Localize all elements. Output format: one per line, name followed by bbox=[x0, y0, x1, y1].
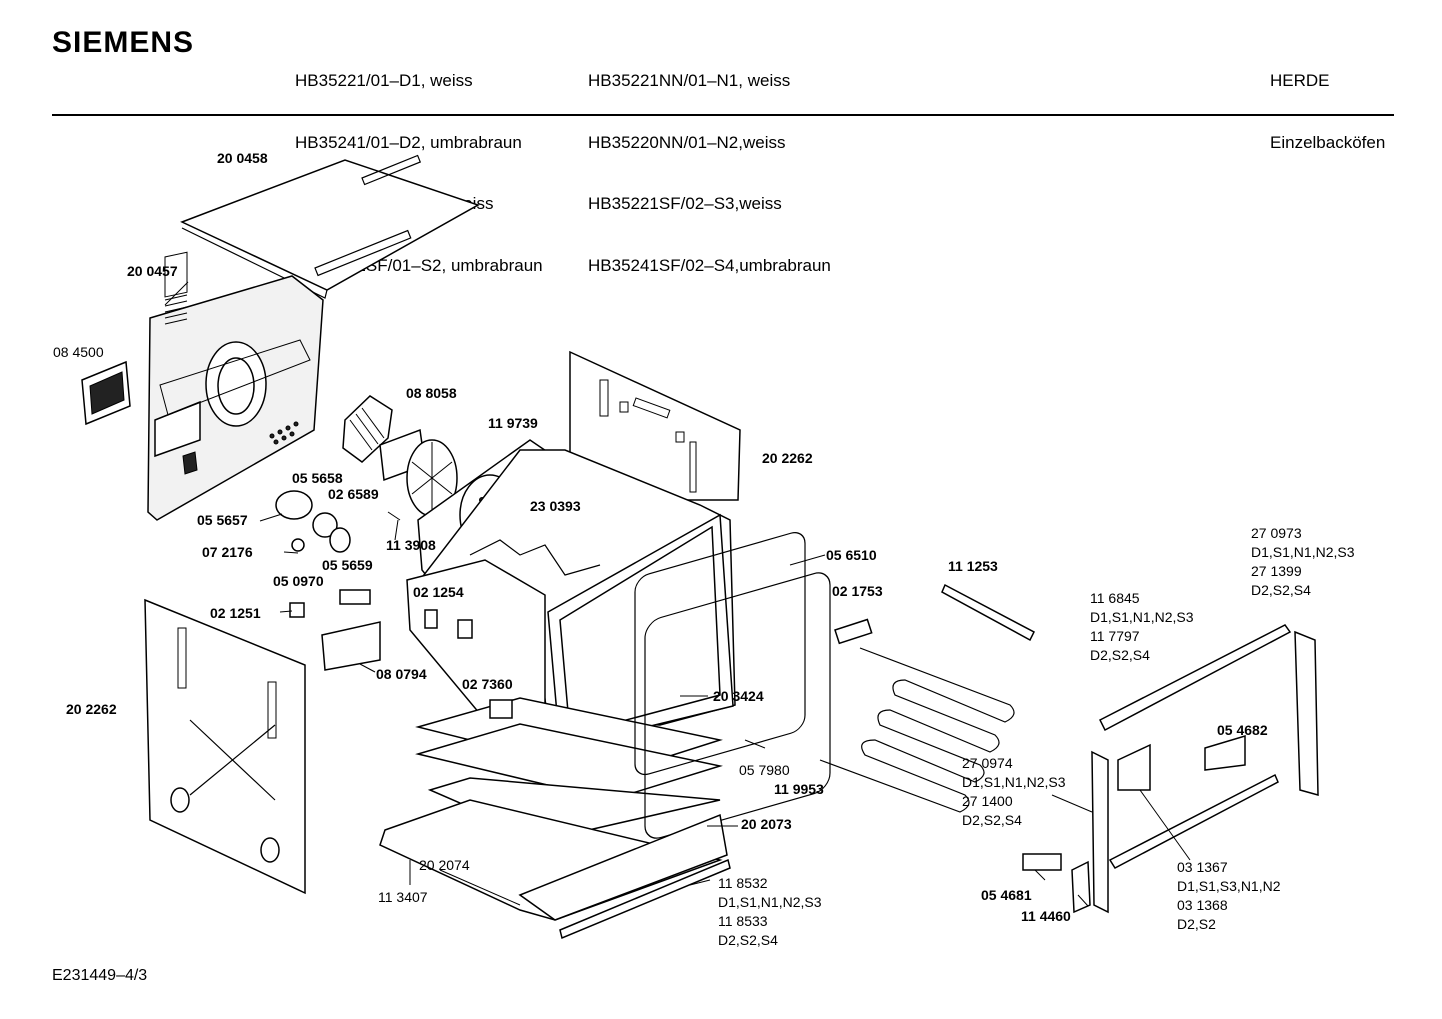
side-panel-left bbox=[144, 598, 306, 895]
part-label: 05 5657 bbox=[197, 512, 248, 528]
part-label: 11 4460 bbox=[1021, 908, 1071, 924]
model-line: HB35221SF/02–S3,weiss bbox=[588, 194, 782, 213]
part-label: 08 0794 bbox=[376, 666, 427, 682]
part-label: 05 4681 bbox=[981, 887, 1032, 903]
variant-line: 11 8533 bbox=[718, 913, 768, 929]
model-line: HB35220NN/01–N2,weiss bbox=[588, 132, 786, 152]
vent-holes bbox=[269, 421, 299, 445]
model-line: HB35221/01–D1, weiss bbox=[295, 71, 473, 90]
small-components bbox=[275, 490, 1246, 914]
variant-line: 03 1368 bbox=[1177, 897, 1228, 913]
variant-line: 11 6845 bbox=[1090, 590, 1140, 606]
variant-group: 11 6845 D1,S1,N1,N2,S3 11 7797 D2,S2,S4 bbox=[1090, 590, 1194, 663]
part-label: 02 7360 bbox=[462, 676, 513, 692]
strip-rail bbox=[941, 583, 1035, 642]
part-label: 11 1253 bbox=[948, 558, 998, 574]
part-label: 05 6510 bbox=[826, 547, 877, 563]
variant-line: D2,S2,S4 bbox=[1090, 647, 1150, 663]
variant-group: 27 0974 D1,S1,N1,N2,S3 27 1400 D2,S2,S4 bbox=[962, 755, 1066, 828]
variant-group: 11 8532 D1,S1,N1,N2,S3 11 8533 D2,S2,S4 bbox=[718, 875, 822, 948]
heating-element bbox=[819, 618, 1015, 813]
part-label: 05 4682 bbox=[1217, 722, 1268, 738]
document-code: E231449–4/3 bbox=[52, 967, 148, 984]
part-label: 07 2176 bbox=[202, 544, 253, 560]
category-line: HERDE bbox=[1270, 71, 1330, 90]
header-rule bbox=[52, 114, 1394, 116]
side-panel-right bbox=[569, 350, 741, 501]
part-label: 20 0457 bbox=[127, 263, 178, 279]
part-label: 05 7980 bbox=[739, 762, 790, 778]
variant-line: 11 7797 bbox=[1090, 628, 1140, 644]
part-label: 05 5658 bbox=[292, 470, 343, 486]
variant-line: D1,S1,N1,N2,S3 bbox=[718, 894, 822, 910]
variant-line: D1,S1,S3,N1,N2 bbox=[1177, 878, 1281, 894]
door-seal bbox=[634, 531, 806, 776]
part-label: 20 2262 bbox=[762, 450, 813, 466]
part-label: 11 9739 bbox=[488, 415, 538, 431]
variant-line: 27 1399 bbox=[1251, 563, 1302, 579]
variant-line: 27 0974 bbox=[962, 755, 1013, 771]
part-label: 02 1251 bbox=[210, 605, 261, 621]
part-label: 23 0393 bbox=[530, 498, 581, 514]
part-label: 08 4500 bbox=[53, 344, 104, 360]
side-runners bbox=[1091, 624, 1319, 914]
model-line: HB35241/01–D2, umbrabraun bbox=[295, 132, 522, 152]
part-label: 05 0970 bbox=[273, 573, 324, 589]
part-label: 20 2074 bbox=[419, 857, 470, 873]
part-label: 20 3424 bbox=[713, 688, 764, 704]
tray bbox=[379, 799, 731, 940]
part-label: 20 0458 bbox=[217, 150, 268, 166]
variant-line: D2,S2,S4 bbox=[1251, 582, 1311, 598]
fan-motor bbox=[342, 395, 426, 482]
variant-line: D2,S2,S4 bbox=[718, 932, 778, 948]
part-label: 08 8058 bbox=[406, 385, 457, 401]
variant-group: 03 1367 D1,S1,S3,N1,N2 03 1368 D2,S2 bbox=[1177, 859, 1281, 932]
category-line: Einzelbacköfen bbox=[1270, 132, 1386, 152]
variant-line: D2,S2,S4 bbox=[962, 812, 1022, 828]
variant-line: 27 1400 bbox=[962, 793, 1013, 809]
part-label: 11 9953 bbox=[774, 781, 824, 797]
oven-cavity bbox=[406, 449, 736, 749]
model-line: HB35221NN/01–N1, weiss bbox=[588, 71, 791, 90]
part-label: 02 6589 bbox=[328, 486, 379, 502]
variant-line: 03 1367 bbox=[1177, 859, 1228, 875]
variant-line: D1,S1,N1,N2,S3 bbox=[1090, 609, 1194, 625]
variant-line: D1,S1,N1,N2,S3 bbox=[1251, 544, 1355, 560]
variant-line: 27 0973 bbox=[1251, 525, 1302, 541]
fan-wheel bbox=[406, 439, 458, 517]
model-list-right: HB35221NN/01–N1, weiss HB35220NN/01–N2,w… bbox=[588, 30, 831, 297]
part-label: 02 1254 bbox=[413, 584, 464, 600]
part-label: 02 1753 bbox=[832, 583, 883, 599]
variant-line: D1,S1,N1,N2,S3 bbox=[962, 774, 1066, 790]
brand-logo: SIEMENS bbox=[52, 26, 195, 59]
rear-panel bbox=[147, 251, 324, 521]
part-label: 05 5659 bbox=[322, 557, 373, 573]
part-label: 11 3908 bbox=[386, 537, 436, 553]
model-line: HB35241SF/02–S4,umbrabraun bbox=[588, 255, 831, 275]
variant-group: 27 0973 D1,S1,N1,N2,S3 27 1399 D2,S2,S4 bbox=[1251, 525, 1355, 598]
part-label: 11 3407 bbox=[378, 889, 428, 905]
variant-line: 11 8532 bbox=[718, 875, 768, 891]
door-gasket bbox=[644, 572, 831, 839]
variant-line: D2,S2 bbox=[1177, 916, 1216, 932]
top-cover-plate bbox=[180, 154, 480, 299]
leader-lines bbox=[164, 281, 1191, 907]
vent-grille bbox=[81, 360, 131, 426]
part-label: 20 2262 bbox=[66, 701, 117, 717]
category-block: HERDE Einzelbacköfen bbox=[1270, 30, 1385, 174]
part-label: 20 2073 bbox=[741, 816, 792, 832]
